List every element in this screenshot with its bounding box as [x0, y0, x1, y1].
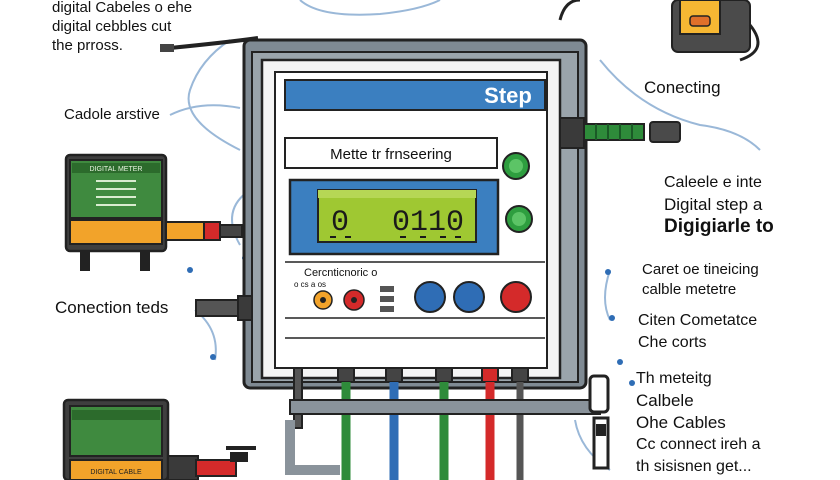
right-note-1-line-3: Digigiarle to [664, 216, 774, 237]
right-note-2-line-2: calble metetre [642, 281, 737, 298]
right-note-3-line-2: Che corts [638, 334, 707, 351]
left-plug [195, 295, 253, 321]
right-note-4-line-4: Cc connect ireh a [636, 436, 761, 453]
small-panel-row: o cs a os [294, 280, 326, 289]
top-left-note: digital Cabeles o ehe digital cebbles cu… [52, 0, 192, 55]
right-note-1-line-1: Caleele e inte [664, 174, 762, 191]
right-note-4-line-3: Ohe Cables [636, 413, 726, 432]
top-left-line-1: digital Cabeles o ehe [52, 0, 193, 16]
red-button[interactable] [500, 281, 532, 313]
top-right-device [558, 0, 760, 62]
blue-button-left[interactable] [414, 281, 446, 313]
right-note-4-line-5: th sisisnen get... [636, 458, 752, 475]
right-note-1-line-2: Digital step a [664, 195, 763, 214]
meter-body [242, 38, 588, 390]
right-note-4-line-1: Th meteitg [636, 370, 712, 387]
right-note-3-line-1: Citen Cometatce [638, 312, 758, 329]
right-note-4-line-2: Calbele [636, 391, 694, 410]
rail-bracket [285, 420, 340, 475]
meter-title: Mette tr frnseering [330, 146, 452, 163]
small-buttons [313, 286, 394, 312]
big-buttons [414, 281, 532, 313]
cable-active-label: Cadole arstive [64, 106, 160, 123]
step-label: Step [484, 83, 532, 108]
display-ticks [330, 236, 461, 238]
left-top-device-lines [96, 180, 136, 206]
left-bottom-device-label: DIGITAL CABLE [90, 469, 142, 476]
left-bottom-device [62, 398, 256, 480]
bottom-rail [289, 399, 601, 415]
top-left-line-2: digital cebbles cut [52, 18, 172, 35]
top-cable-plug [160, 44, 174, 52]
right-note-3: Citen Cometatce Che corts [638, 310, 757, 354]
bottom-right-connector [588, 374, 610, 470]
right-note-2-line-1: Caret oe tineicing [642, 261, 759, 278]
display-left-value: 0 [331, 206, 349, 240]
connection-label: Conection teds [55, 298, 169, 317]
right-note-2: Caret oe tineicing calble metetre [642, 260, 759, 300]
left-top-device-label: DIGITAL METER [90, 166, 143, 173]
meter-knobs [502, 152, 533, 233]
right-note-4: Th meteitg Calbele Ohe Cables Cc connect… [636, 368, 761, 478]
display-right-value: 0110 [392, 206, 464, 240]
connecting-label: Conecting [644, 78, 721, 97]
top-left-line-3: the prross. [52, 37, 123, 54]
right-cable [559, 117, 681, 149]
blue-button-right[interactable] [453, 281, 485, 313]
right-note-1: Caleele e inte Digital step a Digigiarle… [664, 172, 774, 238]
small-panel-label: Cercnticnoric o [304, 267, 377, 279]
